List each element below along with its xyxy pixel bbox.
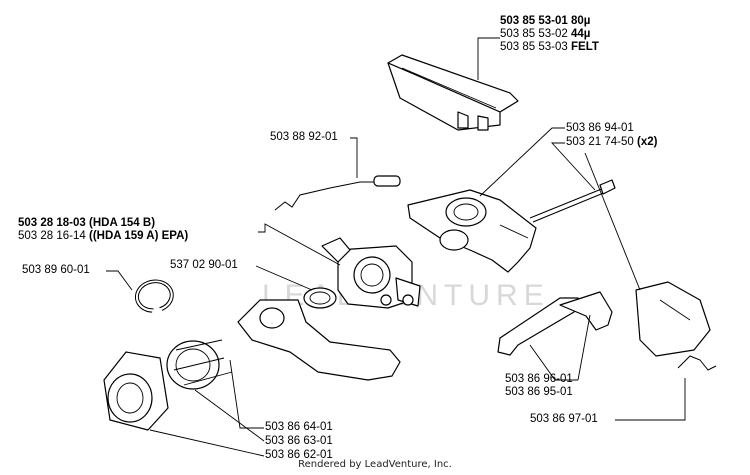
label-spring: 503 86 97-01 xyxy=(530,413,598,425)
throttle-bracket xyxy=(237,299,401,381)
label-carb-2: 503 28 16-14 ((HDA 159 A) EPA) xyxy=(18,230,189,242)
carburetor xyxy=(321,237,421,309)
label-screw-2: 503 21 74-50 (x2) xyxy=(566,136,658,148)
intake-flange xyxy=(103,351,169,431)
label-filter-felt: 503 85 53-03 FELT xyxy=(500,41,599,53)
label-intake-2: 503 86 63-01 xyxy=(265,435,333,447)
label-bracket-1: 503 86 96-01 xyxy=(505,373,573,385)
label-intake-3: 503 86 62-01 xyxy=(265,449,333,461)
intake-manifold xyxy=(407,189,537,273)
label-ring: 537 02 90-01 xyxy=(170,259,238,271)
label-intake-1: 503 86 64-01 xyxy=(265,421,333,433)
spring-clip xyxy=(677,355,717,371)
label-carb-1: 503 28 18-03 (HDA 154 B) xyxy=(18,217,156,229)
render-credit: Rendered by LeadVenture, Inc. xyxy=(298,459,452,470)
label-screw-1: 503 86 94-01 xyxy=(566,122,634,134)
clamp-ring xyxy=(134,279,174,313)
air-filter xyxy=(387,54,519,131)
link-rod xyxy=(274,175,401,211)
label-filter-80: 503 85 53-01 80µ xyxy=(500,15,591,27)
long-screw xyxy=(529,179,616,223)
label-clamp: 503 89 60-01 xyxy=(22,264,90,276)
label-filter-44: 503 85 53-02 44µ xyxy=(500,28,591,40)
small-brackets xyxy=(497,291,613,356)
label-link-rod: 503 88 92-01 xyxy=(270,131,338,143)
o-ring xyxy=(303,287,337,309)
leader-lines xyxy=(106,37,686,457)
label-bracket-2: 503 86 95-01 xyxy=(505,386,573,398)
carb-support xyxy=(635,281,711,357)
intake-boot xyxy=(166,339,233,390)
